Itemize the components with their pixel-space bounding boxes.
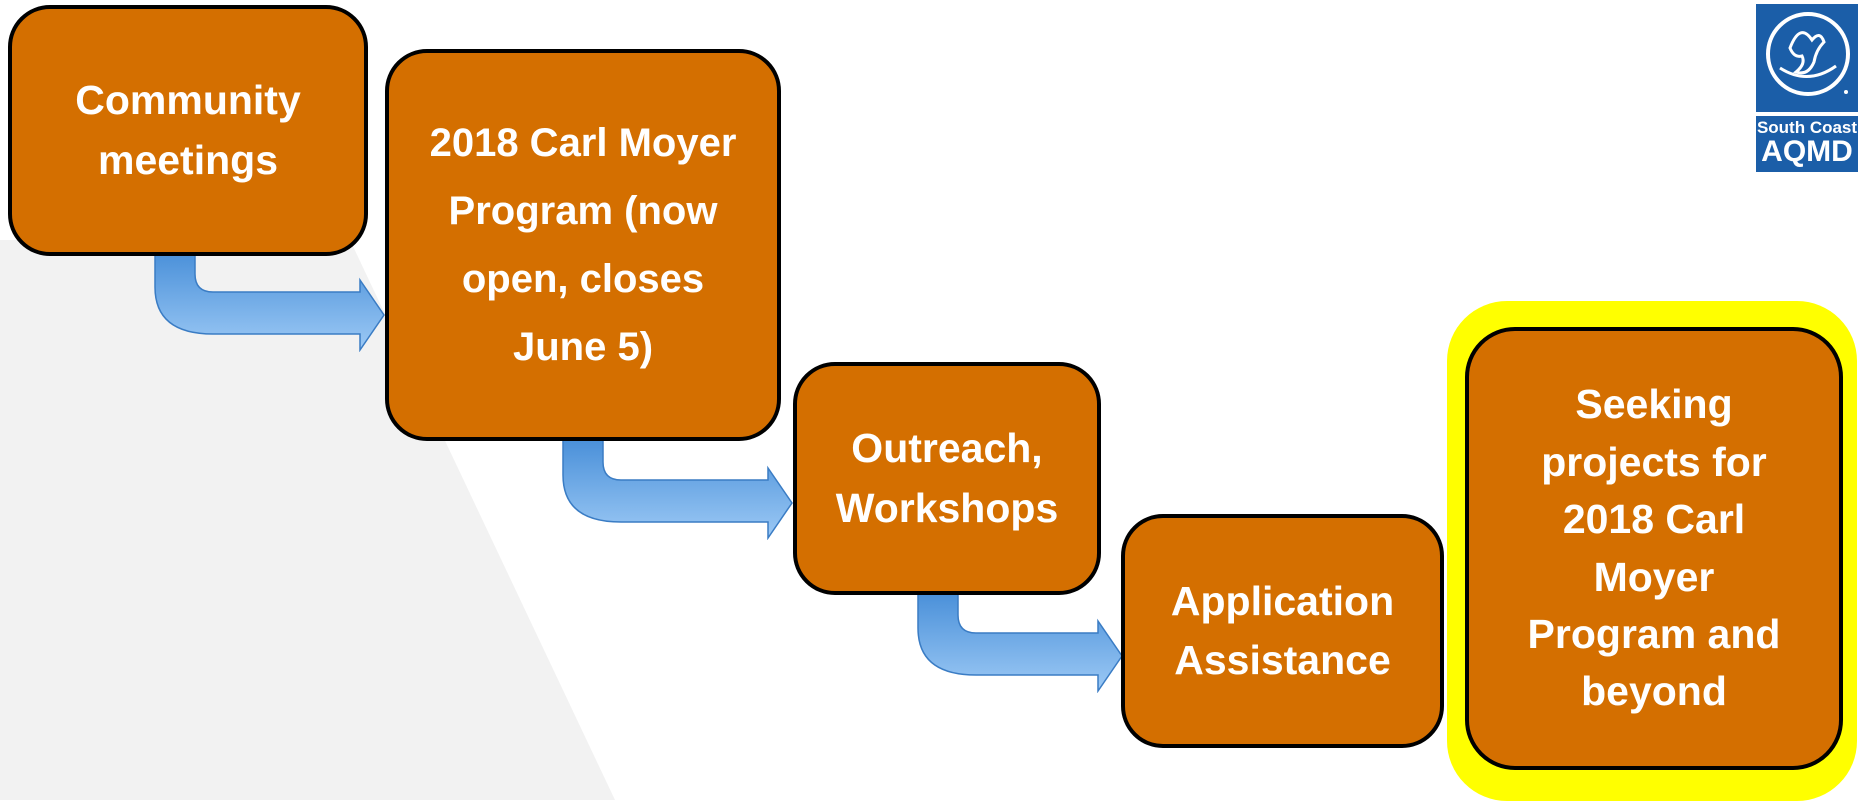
step-label: 2018 Carl Moyer Program (now open, close… [429,121,737,369]
step-box-outreach-workshops: Outreach, Workshops [793,362,1101,595]
arrow-connector-2 [562,440,793,540]
step-box-community-meetings: Community meetings [8,5,368,256]
logo-text-aqmd: AQMD [1761,135,1853,168]
bird-emblem-icon [1756,4,1858,112]
step-label: Application Assistance [1170,577,1395,683]
step-label: Seeking projects for 2018 Carl Moyer Pro… [1527,381,1781,715]
logo-band [1756,116,1858,172]
step-label: Outreach, Workshops [835,425,1059,531]
step-box-seeking-projects: Seeking projects for 2018 Carl Moyer Pro… [1465,327,1843,770]
aqmd-logo [1750,2,1858,172]
step-box-carl-moyer-program: 2018 Carl Moyer Program (now open, close… [385,49,781,441]
logo-text-south-coast: South Coast [1756,118,1858,137]
arrow-connector-1 [154,252,385,352]
step-box-application-assistance: Application Assistance [1121,514,1444,748]
arrow-connector-3 [917,593,1123,693]
step-label: Community meetings [75,77,301,183]
